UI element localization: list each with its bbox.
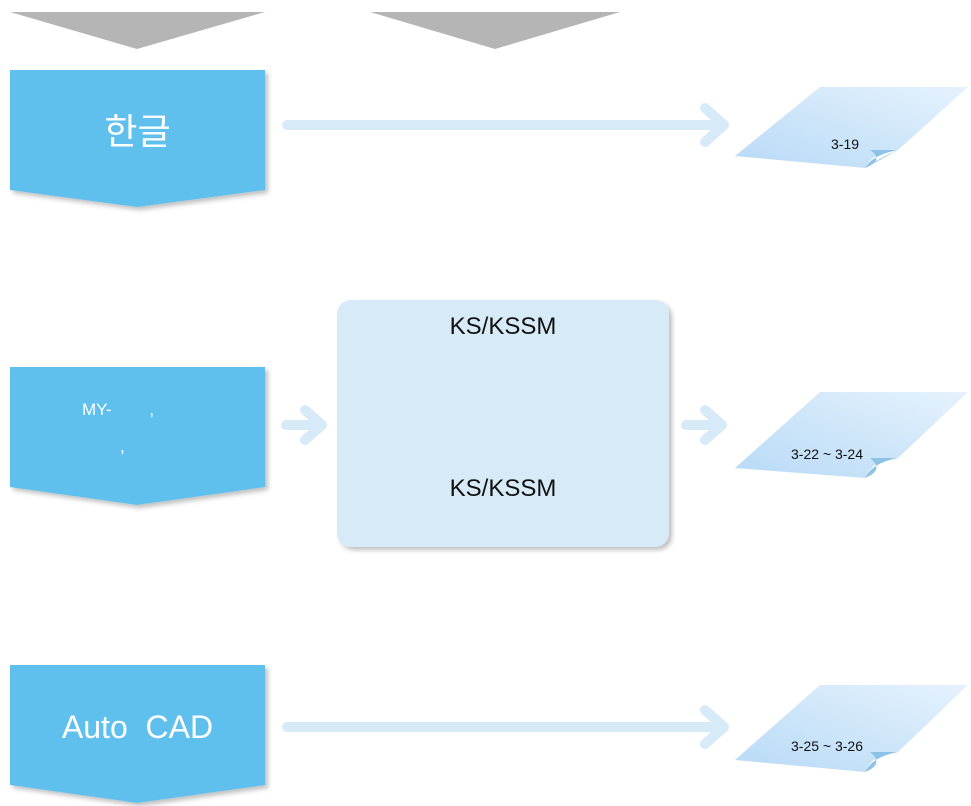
row1-connector-arrow [282, 103, 729, 147]
row1-page-ref: 3-19 [831, 136, 860, 152]
row2-right-arrow [681, 405, 727, 445]
top-chevron-left [10, 12, 265, 49]
row2-page-ref: 3-22 ~ 3-24 [791, 446, 863, 462]
kssm-box-top-text: KS/KSSM [449, 313, 557, 340]
row3-page-ref: 3-25 ~ 3-26 [791, 738, 863, 754]
row3-tab-label: Auto CAD [61, 709, 214, 745]
row3-connector-arrow [282, 705, 729, 749]
top-chevron-right [370, 12, 620, 49]
row3-page-icon [735, 685, 968, 772]
row1-tab [10, 70, 265, 207]
row3-tab [10, 665, 265, 803]
kssm-box [337, 300, 669, 547]
row2-tab-label-line2: , [120, 437, 125, 456]
row-1 [10, 70, 968, 207]
kssm-box-bottom-text: KS/KSSM [449, 475, 557, 502]
row2-left-arrow [281, 405, 327, 445]
row-3 [10, 665, 968, 803]
row1-page-icon [735, 87, 968, 168]
row2-page-icon [735, 392, 968, 478]
row-2 [10, 300, 968, 547]
row1-tab-label: 한글 [104, 111, 171, 152]
row2-tab [10, 367, 265, 505]
row2-tab-label-line1: MY- , [82, 400, 155, 419]
